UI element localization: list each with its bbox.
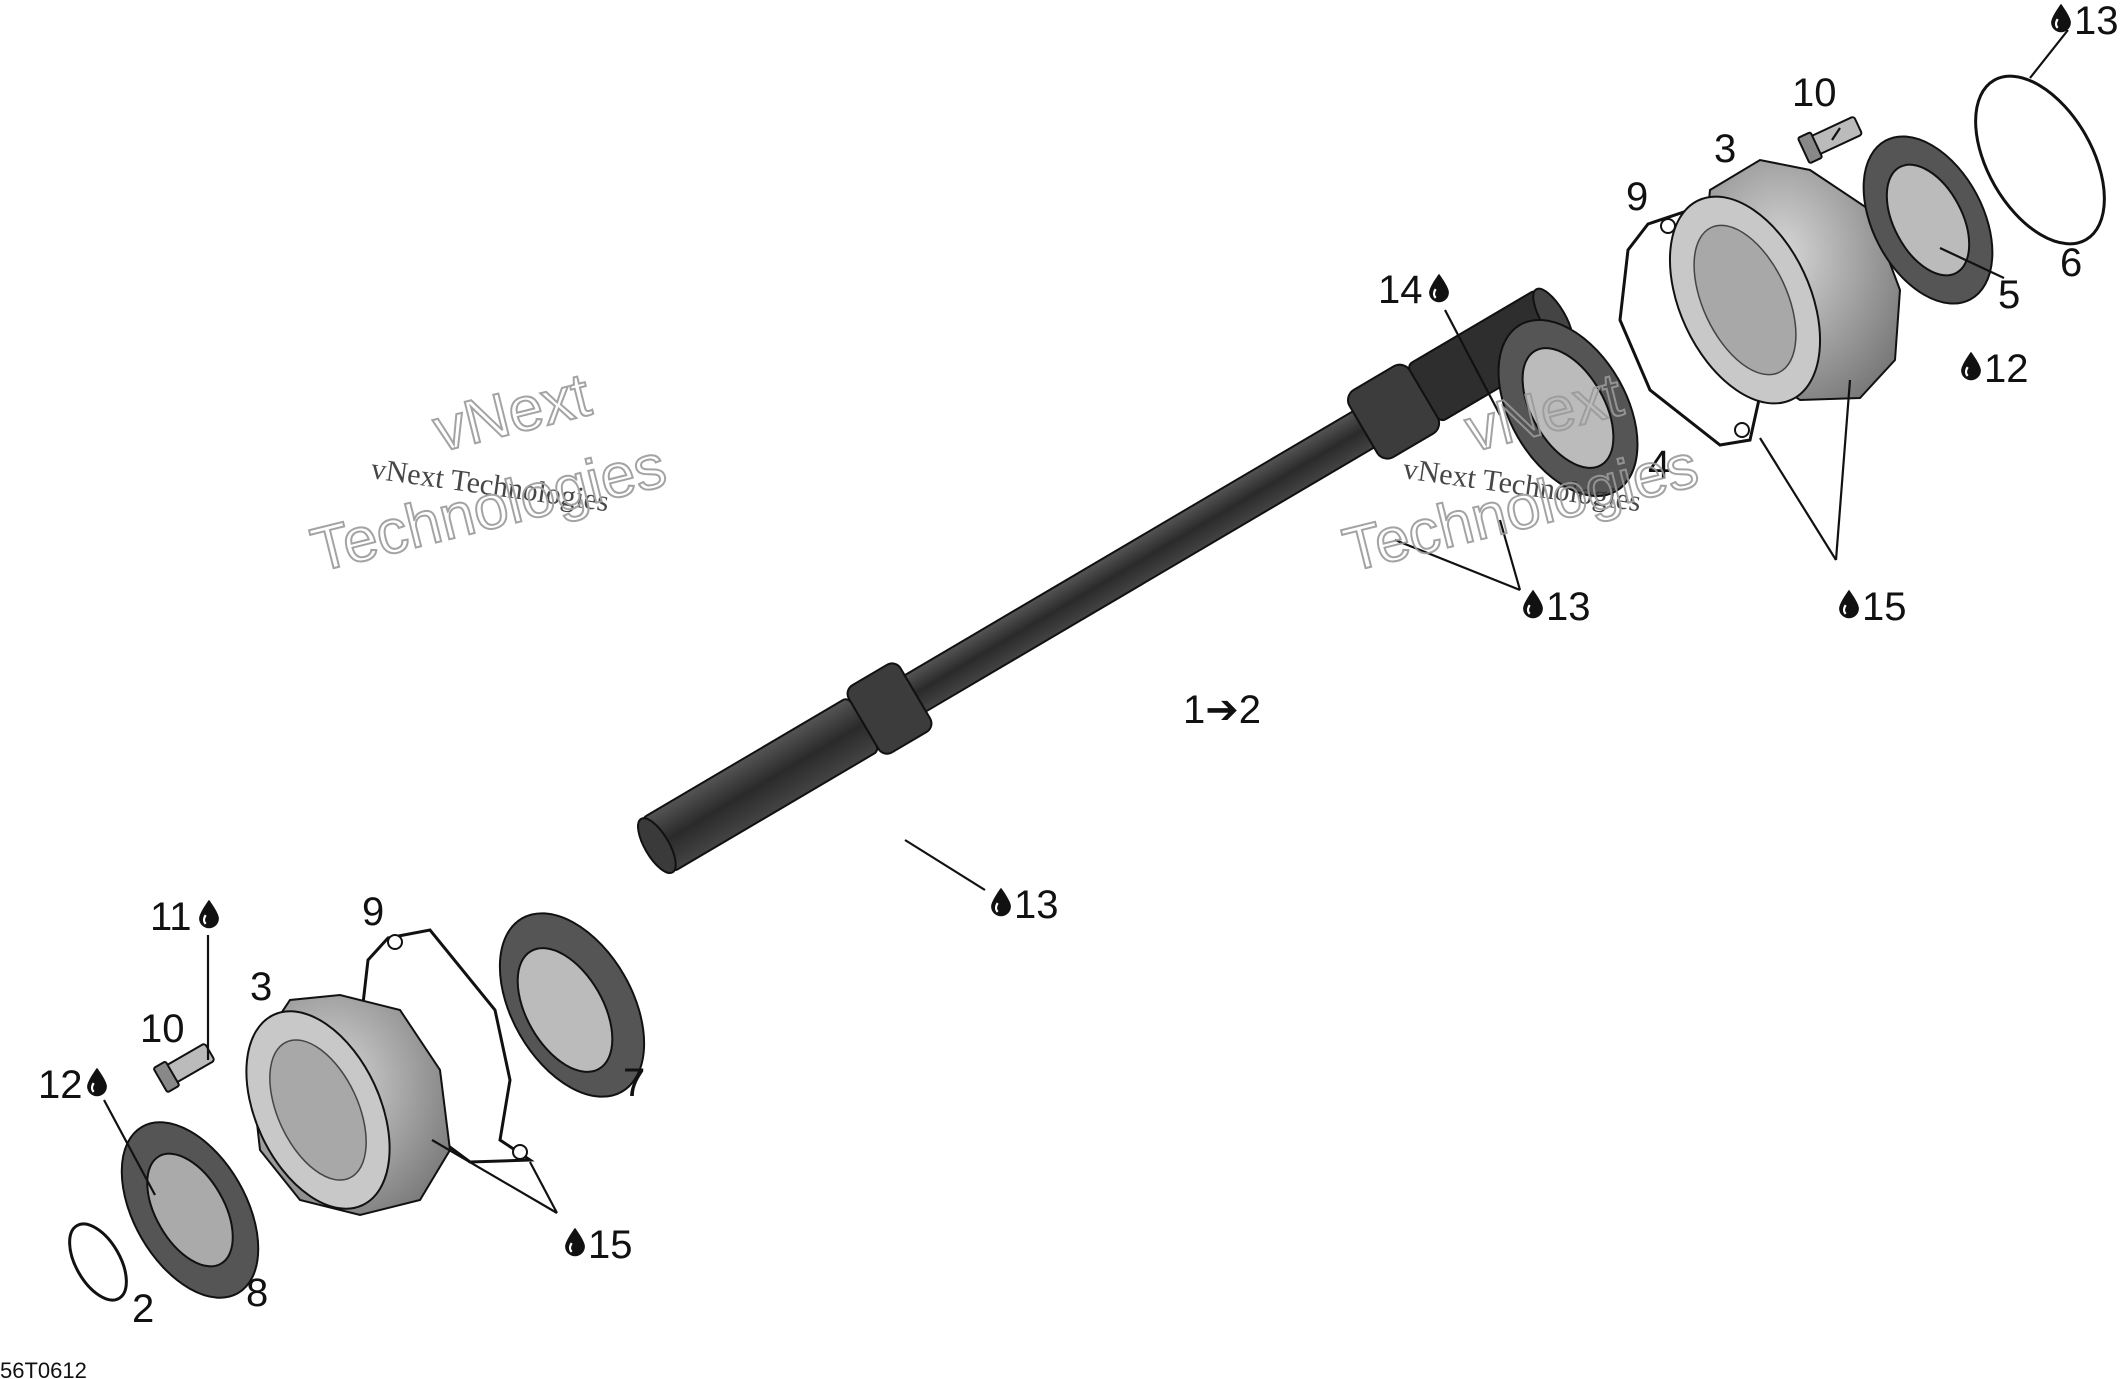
oil-drop-icon xyxy=(1428,272,1450,304)
oil-drop-icon xyxy=(86,1066,108,1098)
callout-12-bottom: 12 xyxy=(38,1063,83,1107)
callout-3-top: 3 xyxy=(1714,127,1736,171)
leader-lines xyxy=(103,29,2069,1214)
oil-drop-icon xyxy=(1522,588,1544,620)
callout-9-bottom: 9 xyxy=(362,890,384,934)
watermark-big-line-1: vNext xyxy=(427,360,597,465)
callout-9-top: 9 xyxy=(1626,175,1648,219)
callout-2: 2 xyxy=(132,1287,154,1331)
bottom-housing-3 xyxy=(245,993,452,1217)
oil-drop-icon xyxy=(2050,2,2072,34)
callout-13-shaft: 13 xyxy=(1014,883,1059,927)
top-seal-5 xyxy=(1862,135,1994,305)
callout-10-bottom: 10 xyxy=(140,1007,185,1051)
callout-labels: 13 10 3 9 6 5 14 12 4 13 15 1➔2 13 11 9 … xyxy=(38,0,2119,1331)
watermark-left: vNext Technologies vNext Technologies xyxy=(304,359,674,586)
callout-4: 4 xyxy=(1648,443,1670,487)
callout-15-top: 15 xyxy=(1862,585,1907,629)
callout-10-top: 10 xyxy=(1792,71,1837,115)
oil-drop-icon xyxy=(1838,588,1860,620)
callout-6: 6 xyxy=(2060,241,2082,285)
top-housing-3 xyxy=(1668,158,1902,405)
callout-7: 7 xyxy=(623,1061,645,1105)
callout-13-mid: 13 xyxy=(1546,585,1591,629)
bottom-seal-8 xyxy=(120,1121,260,1299)
top-retaining-ring-6 xyxy=(1974,74,2106,246)
bottom-retaining-ring-2 xyxy=(68,1222,128,1302)
drawing-code: 56T0612 xyxy=(0,1358,87,1379)
top-bolt-10 xyxy=(1797,116,1863,164)
callout-5: 5 xyxy=(1998,273,2020,317)
oil-drop-icon xyxy=(1960,350,1982,382)
callout-1-2: 1➔2 xyxy=(1183,688,1261,732)
callout-13-top: 13 xyxy=(2074,0,2119,43)
callout-14: 14 xyxy=(1378,268,1423,312)
callout-15-bottom: 15 xyxy=(588,1223,633,1267)
callout-11: 11 xyxy=(150,895,192,939)
oil-drop-icon xyxy=(990,886,1012,918)
bottom-bolt-10 xyxy=(153,1043,215,1093)
oil-drop-icon xyxy=(198,898,220,930)
drive-shaft xyxy=(637,287,1574,874)
callout-8: 8 xyxy=(246,1271,268,1315)
top-bearing-4 xyxy=(1497,318,1639,498)
callout-12-top: 12 xyxy=(1984,347,2029,391)
oil-drop-icon xyxy=(564,1226,586,1258)
callout-3-bottom: 3 xyxy=(250,965,272,1009)
bottom-bearing-7 xyxy=(498,912,646,1098)
